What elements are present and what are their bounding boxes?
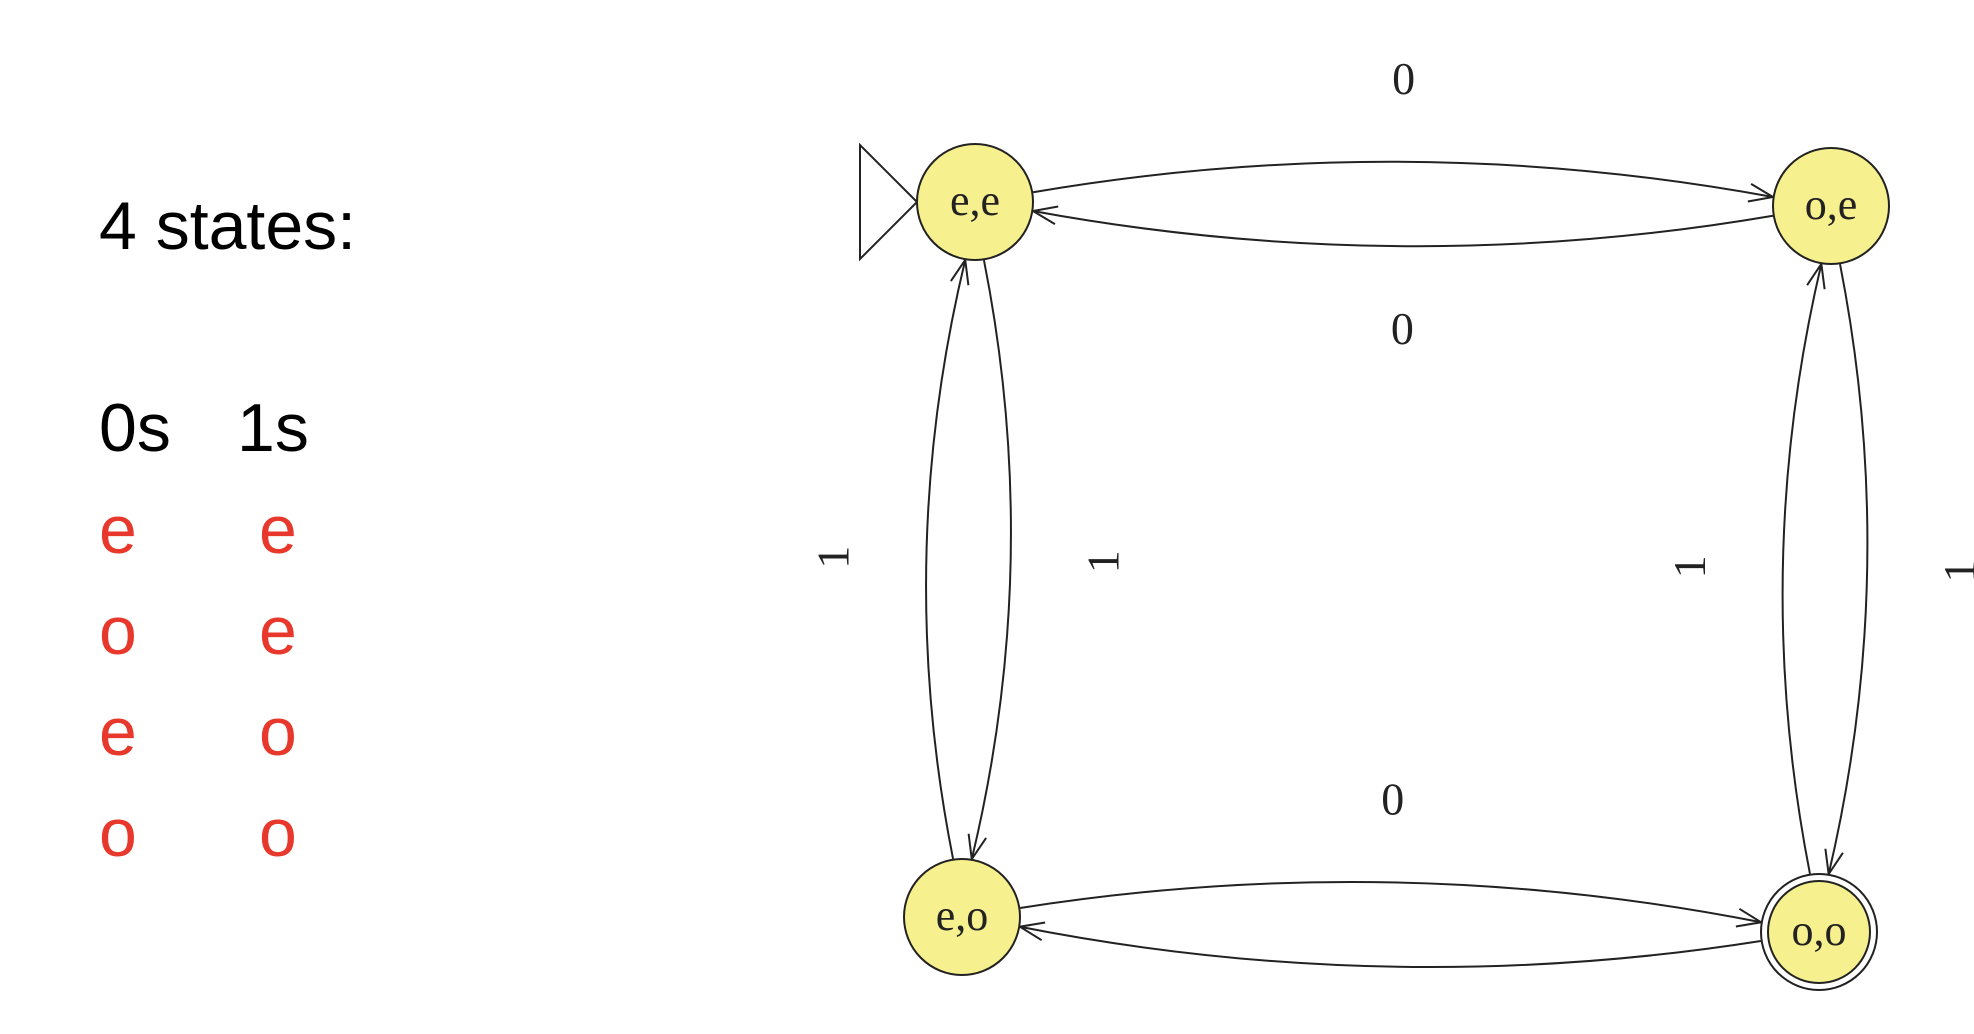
column-header-1s: 1s xyxy=(237,390,309,466)
transition-edge xyxy=(925,259,967,860)
transition-label: 0 xyxy=(1381,774,1404,825)
cell: o xyxy=(99,795,137,871)
state-label: o,e xyxy=(1805,180,1858,229)
transition-label: 1 xyxy=(808,546,859,569)
state-node-oo xyxy=(1767,880,1871,984)
state-node-eo xyxy=(903,858,1021,976)
cell: o xyxy=(99,593,137,669)
transition-label: 0 xyxy=(1391,303,1414,354)
state-label: e,e xyxy=(950,176,1000,225)
transition-label: 0 xyxy=(1392,53,1415,104)
heading: 4 states: xyxy=(99,188,357,264)
transition-edge xyxy=(1827,263,1869,875)
cell: e xyxy=(99,694,137,770)
cell: e xyxy=(99,492,137,568)
transition-label: 1 xyxy=(1934,560,1974,583)
transition-edge xyxy=(1020,880,1762,924)
state-node-ee xyxy=(916,143,1034,261)
cell: e xyxy=(259,492,297,568)
cell: o xyxy=(259,795,297,871)
column-header-0s: 0s xyxy=(99,390,171,466)
transition-label: 1 xyxy=(1664,555,1715,578)
cell: o xyxy=(259,694,297,770)
start-arrow-icon xyxy=(859,142,919,262)
transition-edge xyxy=(1781,263,1823,875)
state-node-oe xyxy=(1772,147,1890,265)
transition-edge xyxy=(1019,925,1761,969)
transition-label: 1 xyxy=(1077,550,1128,573)
cell: e xyxy=(259,593,297,669)
transition-edge xyxy=(1032,209,1774,248)
state-label: e,o xyxy=(936,891,989,940)
transition-label: 0 xyxy=(1377,1023,1400,1034)
transition-edge xyxy=(1032,160,1774,199)
state-label: o,o xyxy=(1792,906,1847,955)
transition-edge xyxy=(970,259,1012,860)
